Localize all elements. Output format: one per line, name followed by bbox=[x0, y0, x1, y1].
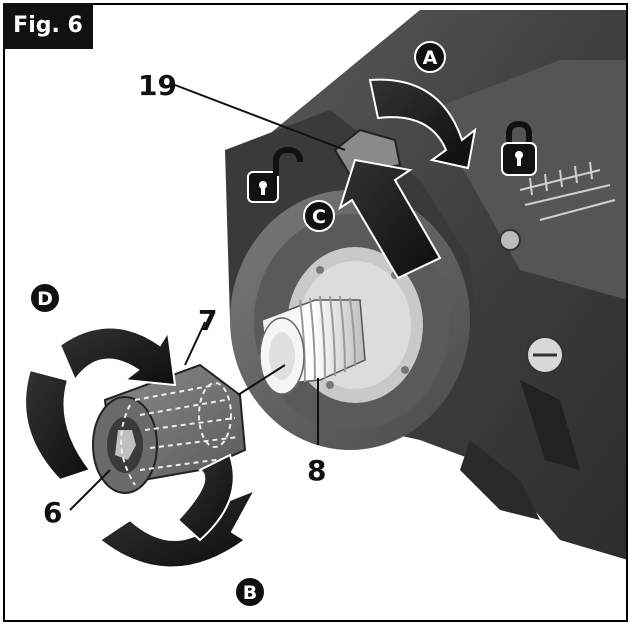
marker-c: C bbox=[303, 200, 335, 232]
marker-d: D bbox=[29, 282, 61, 314]
unlocked-padlock-icon bbox=[247, 146, 303, 203]
push-arrow-c bbox=[338, 158, 442, 280]
callout-8: 8 bbox=[307, 454, 326, 487]
figure-label: Fig. 6 bbox=[3, 3, 93, 49]
depth-scale bbox=[519, 161, 616, 221]
spindle-lock-button bbox=[333, 128, 402, 177]
marker-b: B bbox=[234, 576, 266, 608]
rotation-arrow-a bbox=[368, 78, 477, 170]
callout-7: 7 bbox=[198, 304, 217, 337]
marker-a: A bbox=[414, 41, 446, 73]
threaded-spindle bbox=[259, 295, 366, 395]
side-screw bbox=[526, 336, 564, 374]
figure-border bbox=[3, 3, 628, 622]
svg-text:A: A bbox=[423, 47, 438, 69]
svg-text:C: C bbox=[312, 206, 326, 228]
rotation-arrow-d bbox=[24, 326, 177, 482]
collet-hidden-lines bbox=[120, 382, 239, 486]
svg-text:D: D bbox=[37, 288, 53, 310]
rotation-arrow-b bbox=[98, 453, 258, 569]
collet-nut bbox=[92, 363, 247, 494]
side-screw bbox=[499, 229, 521, 251]
callout-19: 19 bbox=[138, 69, 177, 102]
leader-lines bbox=[69, 84, 346, 511]
locked-padlock-icon bbox=[501, 120, 537, 176]
svg-text:B: B bbox=[243, 582, 257, 604]
callout-6: 6 bbox=[43, 496, 62, 529]
